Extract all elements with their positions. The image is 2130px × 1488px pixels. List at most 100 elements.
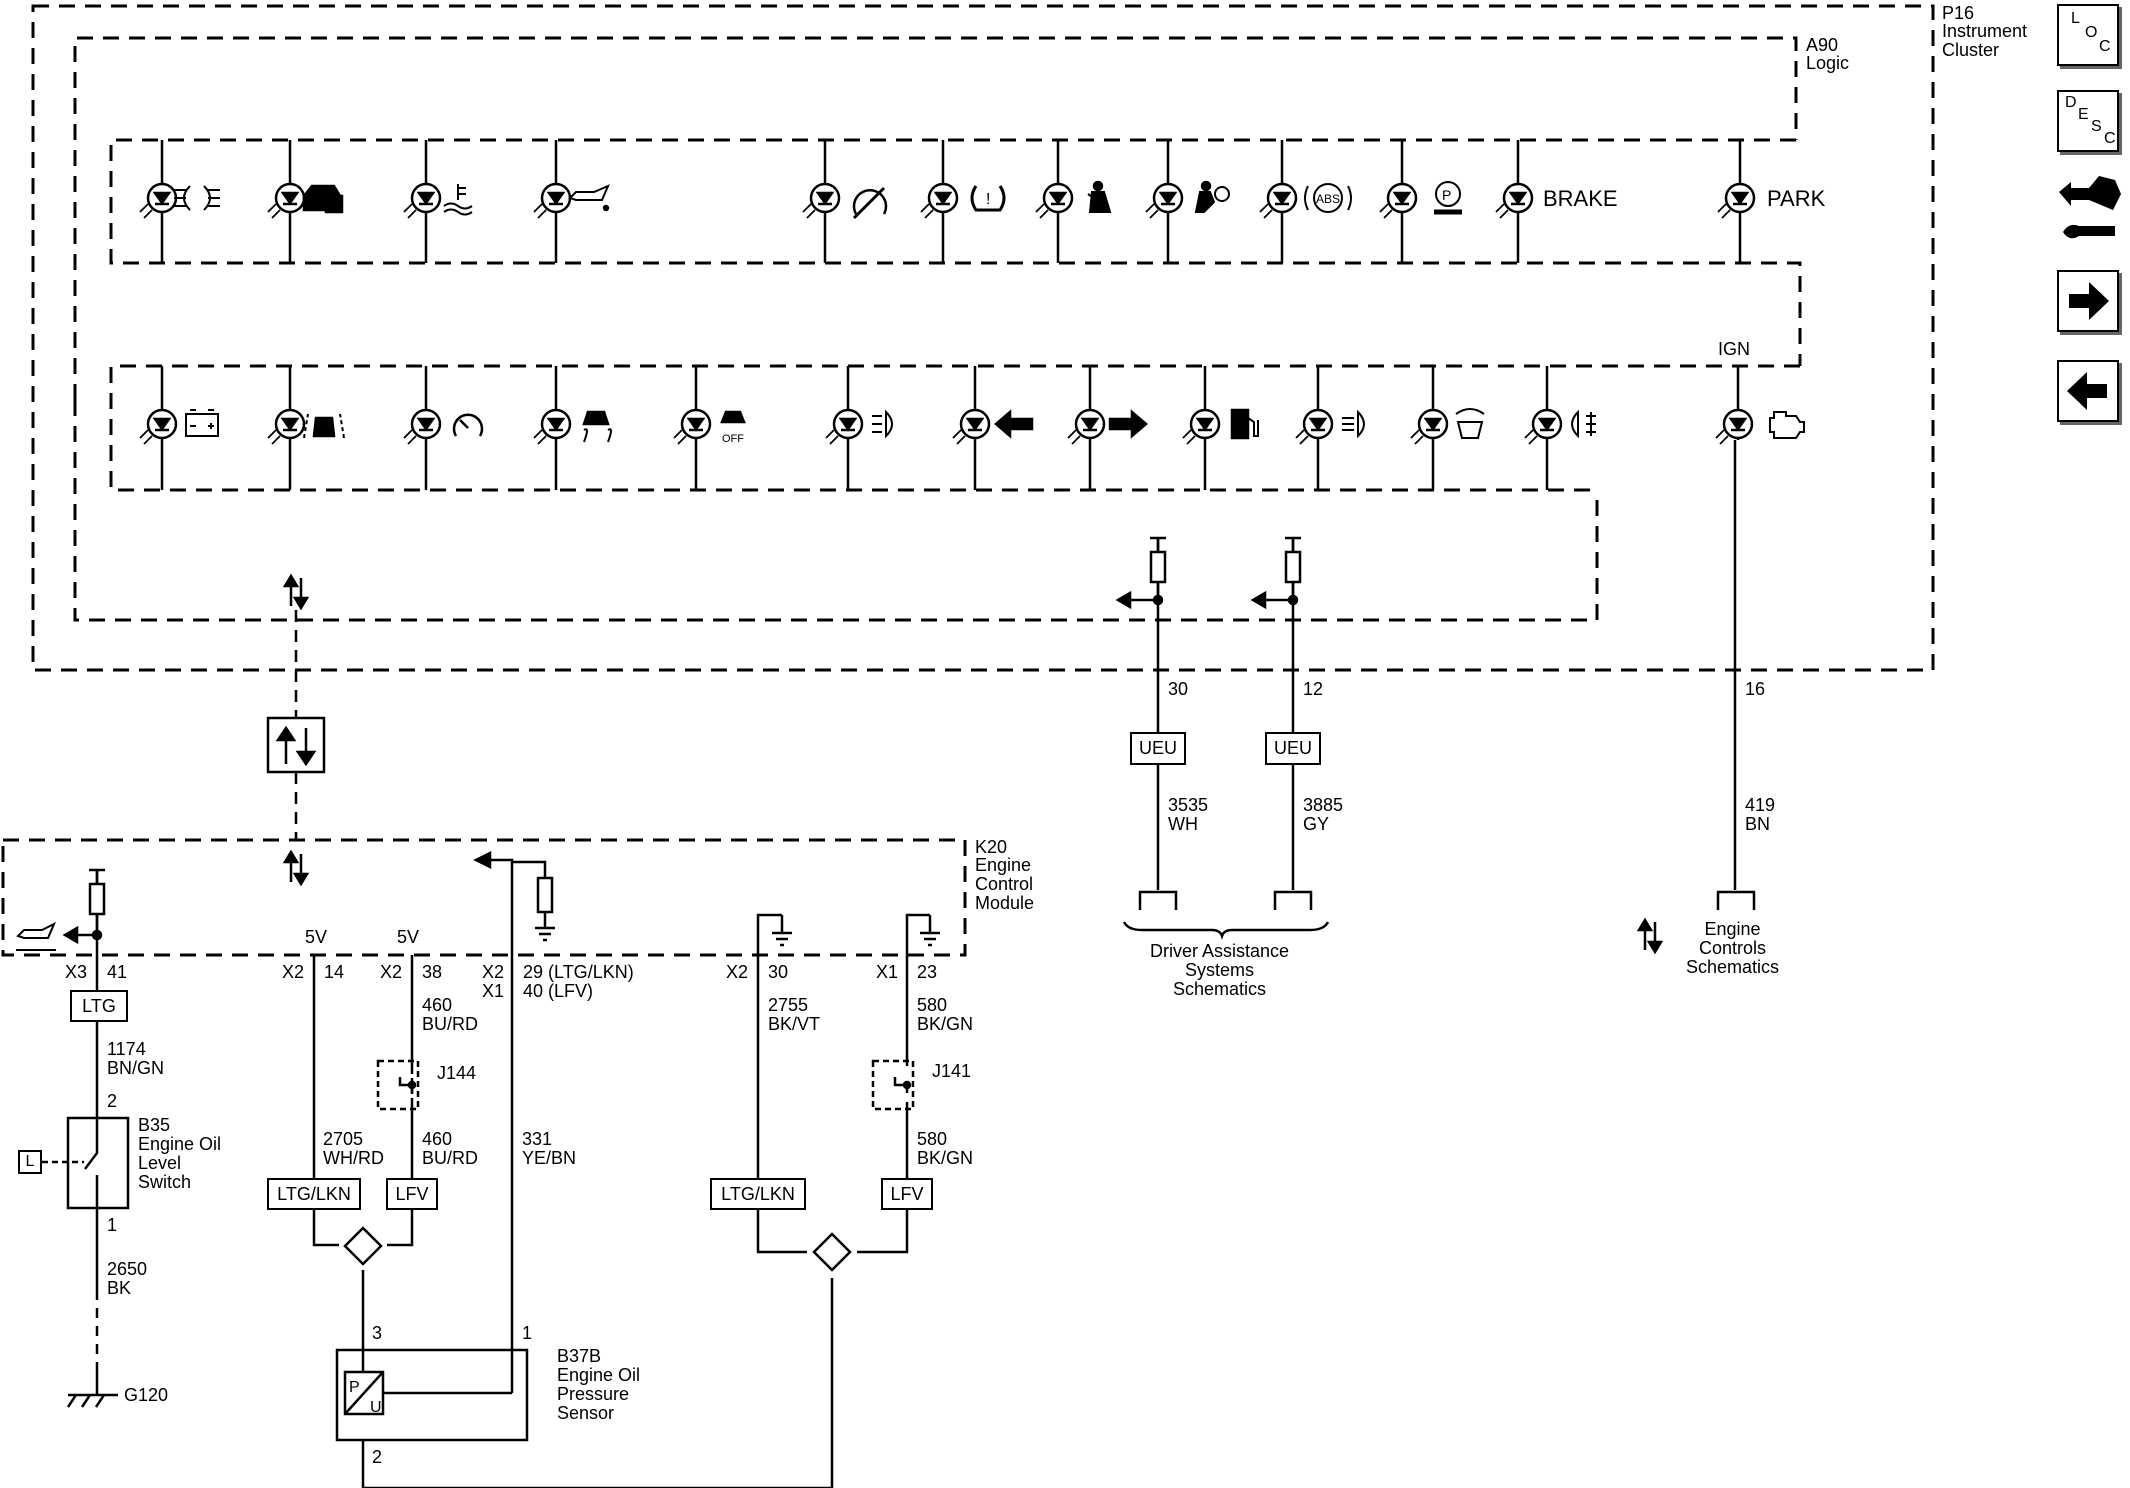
lamp-bottom-right-turn-icon bbox=[1067, 366, 1106, 490]
tire-pressure-icon: ! bbox=[970, 185, 1006, 212]
lamp-bottom-check-engine-icon bbox=[1715, 366, 1754, 445]
lamp-bottom-traction-off-icon bbox=[673, 366, 712, 490]
next-page-button[interactable] bbox=[2057, 270, 2119, 332]
engine-controls-link[interactable]: Engine Controls Schematics bbox=[1686, 919, 1780, 977]
description-button[interactable]: D E S C bbox=[2057, 90, 2119, 152]
lamp-brake-label: BRAKE bbox=[1543, 186, 1618, 211]
lamp-bottom-speed-limiter-icon bbox=[403, 366, 442, 490]
loc-letter-c: C bbox=[2099, 38, 2111, 55]
ueu-connector-1: UEU bbox=[1130, 732, 1186, 765]
b37b-pin-2: 2 bbox=[372, 1447, 383, 1467]
serial-data-arrow-ecm bbox=[282, 849, 310, 887]
lamp-bottom-hood-open-icon bbox=[1410, 366, 1449, 490]
low-fuel-icon bbox=[1230, 408, 1259, 440]
svg-text:OFF: OFF bbox=[722, 433, 744, 445]
desc-letter-c: C bbox=[2104, 130, 2116, 147]
ground-symbol-23 bbox=[920, 931, 940, 947]
wire-580-label-a: 580 BK/GN bbox=[917, 995, 974, 1034]
wire-419-label: 419 BN bbox=[1745, 795, 1776, 834]
splice-5v bbox=[343, 1226, 383, 1266]
location-button[interactable]: L O C bbox=[2057, 4, 2119, 66]
ueu-connector-2: UEU bbox=[1265, 732, 1321, 765]
lamp-top-cruise-off-icon bbox=[802, 140, 841, 263]
a90-name: Logic bbox=[1806, 53, 1850, 73]
pin-41: 41 bbox=[107, 962, 128, 982]
5v-label-2: 5V bbox=[397, 927, 420, 947]
sensor-p-symbol: P bbox=[349, 1379, 360, 1396]
b37b-pin-3: 3 bbox=[372, 1323, 383, 1343]
wire-460-label-a: 460 BU/RD bbox=[422, 995, 479, 1034]
sensor-u-symbol: U bbox=[370, 1399, 382, 1416]
lamp-park-label: PARK bbox=[1767, 186, 1826, 211]
lamp-bottom-rear-fog-icon bbox=[1524, 366, 1563, 490]
pin-30-label: 30 bbox=[1168, 679, 1189, 699]
connector-x1: X1 bbox=[876, 962, 899, 982]
k20-id: K20 bbox=[975, 837, 1008, 857]
serial-data-arrow-engine bbox=[1636, 917, 1664, 955]
pin-30-ground: 30 bbox=[768, 962, 789, 982]
g120-label: G120 bbox=[124, 1385, 169, 1405]
connector-x2-a: X2 bbox=[282, 962, 305, 982]
5v-label-1: 5V bbox=[305, 927, 328, 947]
b35-pin-2: 2 bbox=[107, 1091, 118, 1111]
serial-data-arrow-cluster bbox=[282, 573, 310, 611]
previous-page-button[interactable] bbox=[2057, 360, 2119, 422]
wire-331-label: 331 YE/BN bbox=[522, 1129, 577, 1168]
wire-2755-label: 2755 BK/VT bbox=[768, 995, 821, 1034]
lamp-bottom-auto-high-beam-icon bbox=[825, 366, 864, 490]
b35-pin-1: 1 bbox=[107, 1215, 118, 1235]
wire-580-label-b: 580 BK/GN bbox=[917, 1129, 974, 1168]
jumper-j144 bbox=[376, 1059, 420, 1111]
pressure-sensor-symbol bbox=[343, 1350, 512, 1416]
battery-icon bbox=[185, 409, 219, 437]
pin-23: 23 bbox=[917, 962, 938, 982]
wire-3535-label: 3535 WH bbox=[1168, 795, 1209, 834]
oil-level-icon bbox=[16, 921, 56, 951]
coolant-temp-icon bbox=[443, 184, 473, 216]
check-engine-icon bbox=[1769, 411, 1805, 439]
desc-letter-s: S bbox=[2091, 118, 2102, 135]
p16-id: P16 bbox=[1942, 3, 1975, 23]
lamp-top-headlamp-icon bbox=[139, 140, 178, 263]
wire-2705-label: 2705 WH/RD bbox=[323, 1129, 384, 1168]
p16-boundary bbox=[31, 4, 1935, 672]
svg-text:ABS: ABS bbox=[1316, 192, 1340, 206]
driver-assistance-link[interactable]: Driver Assistance Systems Schematics bbox=[1150, 941, 1290, 999]
traction-off-icon: OFF bbox=[720, 410, 746, 445]
lamp-bottom-lane-departure-icon bbox=[267, 366, 306, 490]
desc-letter-e: E bbox=[2078, 106, 2089, 123]
ground-symbol-30 bbox=[772, 931, 792, 947]
pin-12-label: 12 bbox=[1303, 679, 1324, 699]
lamp-top-coolant-temp-icon bbox=[403, 140, 442, 263]
input-arrow-30 bbox=[1115, 590, 1164, 610]
lamp-bottom-battery-icon bbox=[139, 366, 178, 490]
k20-name: Engine Control Module bbox=[975, 855, 1035, 913]
j141-label: J141 bbox=[932, 1061, 972, 1081]
lane-departure-icon bbox=[303, 413, 345, 439]
lamp-icons: ! ABS P OFF bbox=[174, 180, 1805, 445]
abs-icon: ABS bbox=[1304, 183, 1352, 213]
svg-text:!: ! bbox=[986, 191, 990, 208]
b37b-label: B37B Engine Oil Pressure Sensor bbox=[557, 1346, 641, 1423]
input-arrow-41 bbox=[62, 925, 103, 945]
desc-letter-d: D bbox=[2065, 94, 2077, 111]
lamp-top-tire-pressure-icon bbox=[920, 140, 959, 263]
a90-id: A90 bbox=[1806, 35, 1839, 55]
lamp-bottom-low-fuel-icon bbox=[1182, 366, 1221, 490]
lamp-top-security-icon bbox=[267, 140, 306, 263]
traction-control-icon bbox=[582, 410, 612, 443]
loc-letter-o: O bbox=[2085, 24, 2098, 41]
lfv-connector-1: LFV bbox=[386, 1178, 438, 1210]
connector-x2-x1: X2 X1 bbox=[482, 962, 505, 1001]
arrow-right-icon bbox=[2069, 282, 2109, 320]
connector-end-view-icon[interactable] bbox=[2055, 170, 2125, 250]
right-turn-icon bbox=[1108, 409, 1148, 439]
lamp-top-seat-belt-icon bbox=[1035, 140, 1074, 263]
splice-ground bbox=[812, 1232, 852, 1272]
left-turn-icon bbox=[994, 409, 1034, 439]
lamp-top-airbag-icon bbox=[1145, 140, 1184, 263]
hood-open-icon bbox=[1455, 408, 1485, 439]
pull-down-resistor-331 bbox=[473, 850, 555, 942]
park-brake-service-icon: P bbox=[1434, 181, 1462, 215]
